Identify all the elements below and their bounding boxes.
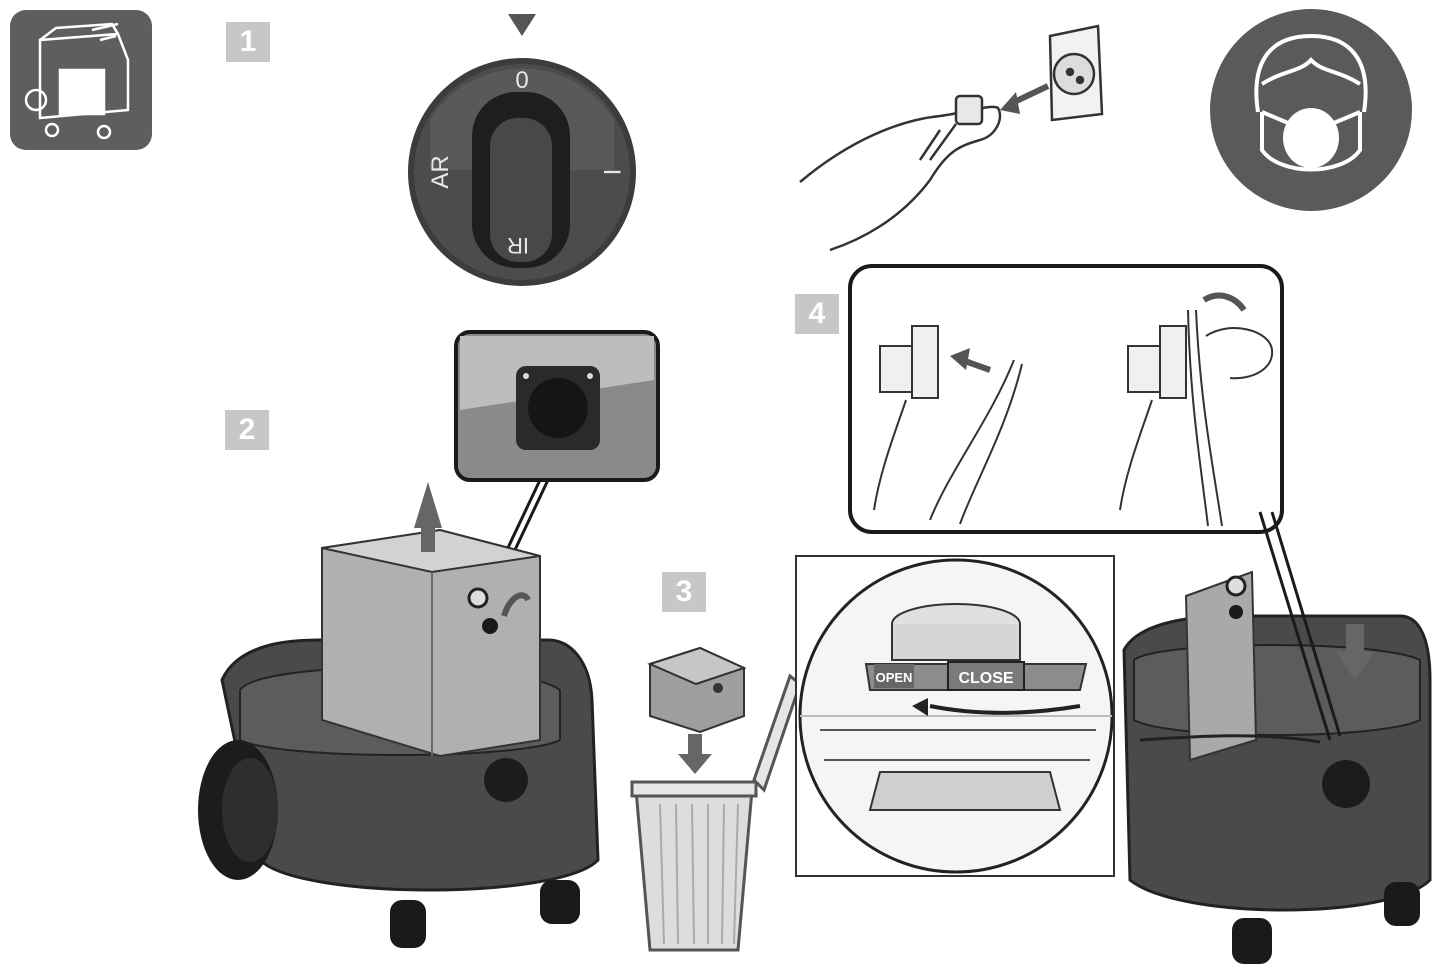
knob-auto-label: AR bbox=[427, 155, 454, 188]
knob-remote-label: IR bbox=[507, 233, 529, 258]
dust-mask-icon bbox=[1210, 9, 1412, 211]
step-2-badge: 2 bbox=[225, 410, 269, 450]
unplug-illustration bbox=[799, 24, 1104, 252]
bayonet-ring-inset: OPEN CLOSE bbox=[795, 555, 1115, 877]
rotate-arrow-icon bbox=[501, 592, 531, 618]
step-4-badge: 4 bbox=[795, 294, 839, 334]
down-arrow-right-icon bbox=[1346, 624, 1364, 654]
switch-knob-diagram: 0 I AR IR bbox=[408, 14, 636, 286]
ring-open-label: OPEN bbox=[876, 670, 913, 685]
down-arrow-icon bbox=[688, 734, 702, 756]
step-1-badge: 1 bbox=[226, 22, 270, 62]
bend-arrow-icon bbox=[1202, 292, 1247, 312]
rotate-close-arrow-icon bbox=[929, 704, 1081, 715]
knob-off-label: 0 bbox=[515, 67, 528, 94]
cable-insert-inset bbox=[848, 264, 1284, 534]
step-3-badge: 3 bbox=[662, 572, 706, 612]
pointer-triangle-icon bbox=[508, 14, 536, 36]
lift-arrow-icon bbox=[414, 482, 442, 528]
socket-detail-inset bbox=[454, 330, 660, 591]
dispose-filter-illustration bbox=[630, 646, 802, 952]
vacuum-cleaner-icon bbox=[10, 10, 152, 150]
knob-on-label: I bbox=[598, 169, 625, 176]
vacuum-cleaner-right bbox=[1122, 511, 1432, 964]
vacuum-cleaner-left bbox=[198, 482, 600, 948]
ring-close-label: CLOSE bbox=[958, 670, 1013, 687]
